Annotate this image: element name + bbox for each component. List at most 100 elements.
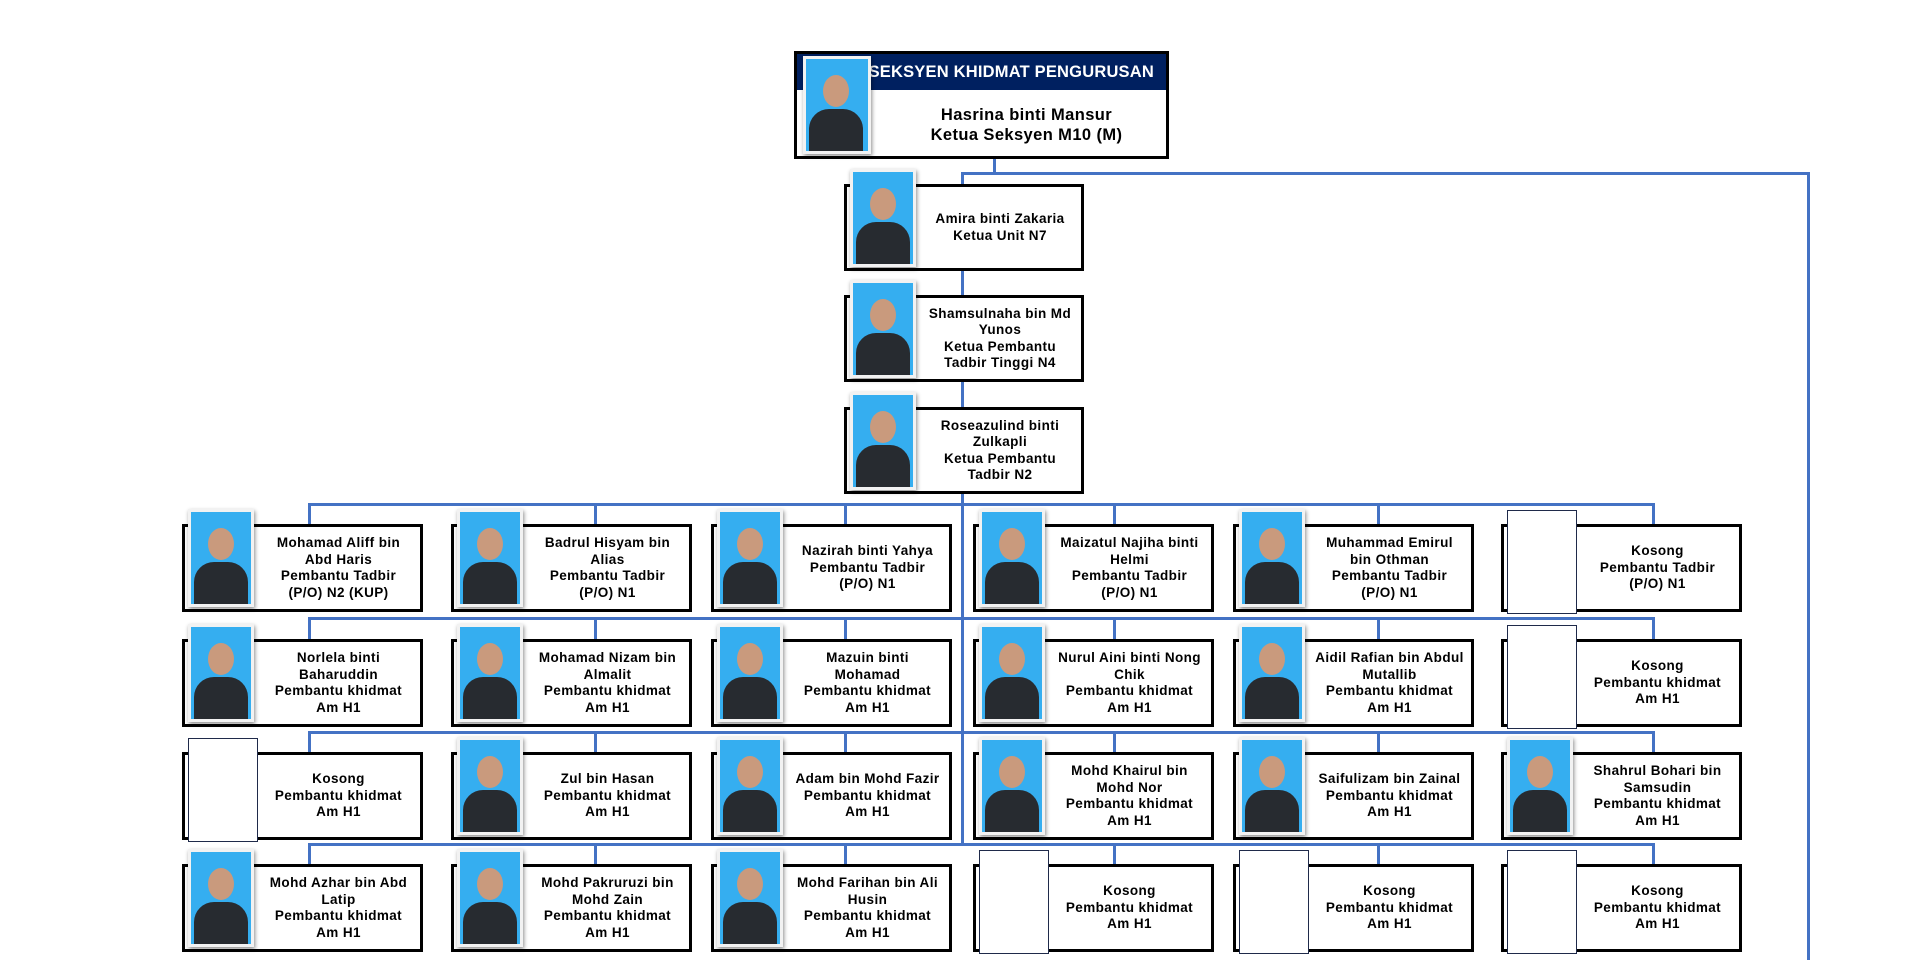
connector-line <box>594 617 597 639</box>
empty-photo-placeholder <box>188 738 258 842</box>
connector-line <box>308 503 311 524</box>
staff-photo <box>717 737 783 835</box>
connector-line <box>594 503 597 524</box>
staff-name: Amira binti Zakaria <box>935 211 1065 226</box>
staff-position: Pembantu khidmat Am H1 <box>803 908 932 940</box>
staff-position: Pembantu khidmat Am H1 <box>274 683 403 715</box>
staff-name: Mohamad Nizam bin Almalit <box>538 650 677 682</box>
staff-photo <box>979 737 1045 835</box>
connector-line <box>308 843 311 864</box>
staff-position: Pembantu khidmat Am H1 <box>803 683 932 715</box>
staff-position: Pembantu khidmat Am H1 <box>1593 796 1722 828</box>
connector-line <box>1113 843 1116 864</box>
staff-photo <box>457 509 523 607</box>
connector-line <box>1652 617 1655 639</box>
staff-photo <box>188 509 254 607</box>
empty-photo-placeholder <box>1507 510 1577 614</box>
head-position: Ketua Seksyen M10 (M) <box>930 126 1123 144</box>
staff-photo <box>1239 737 1305 835</box>
connector-line <box>1113 731 1116 752</box>
connector-line <box>1652 731 1655 752</box>
staff-position: Pembantu khidmat Am H1 <box>543 908 672 940</box>
empty-photo-placeholder <box>1239 850 1309 954</box>
staff-name: Mohd Khairul bin Mohd Nor <box>1071 763 1188 795</box>
staff-position: Pembantu khidmat Am H1 <box>1065 796 1194 828</box>
staff-photo <box>979 624 1045 722</box>
staff-name: Shamsulnaha bin Md Yunos <box>928 305 1072 338</box>
staff-photo <box>850 392 916 490</box>
staff-name: Norlela binti Baharuddin <box>296 650 381 682</box>
connector-line <box>1113 617 1116 639</box>
staff-position: Pembantu khidmat Am H1 <box>803 787 932 820</box>
staff-photo <box>1239 624 1305 722</box>
connector-line <box>594 843 597 864</box>
staff-photo <box>979 509 1045 607</box>
connector-line <box>308 503 1655 506</box>
staff-name: Kosong <box>1631 658 1684 674</box>
connector-line <box>308 731 1655 734</box>
staff-name: Roseazulind binti Zulkapli <box>940 417 1060 450</box>
staff-name: Zul bin Hasan <box>560 771 655 787</box>
staff-position: Pembantu khidmat Am H1 <box>1065 899 1194 932</box>
connector-line <box>844 843 847 864</box>
staff-position: Pembantu khidmat Am H1 <box>1593 899 1722 932</box>
empty-photo-placeholder <box>979 850 1049 954</box>
staff-name: Kosong <box>1363 883 1416 899</box>
staff-name: Badrul Hisyam bin Alias <box>544 535 671 567</box>
staff-name: Aidil Rafian bin Abdul Mutallib <box>1315 650 1464 682</box>
staff-name: Kosong <box>1103 883 1156 899</box>
staff-photo <box>188 624 254 722</box>
staff-position: Pembantu Tadbir (P/O) N2 (KUP) <box>280 568 397 600</box>
staff-name: Maizatul Najiha binti Helmi <box>1060 535 1199 567</box>
staff-name: Nazirah binti Yahya <box>801 543 934 559</box>
staff-photo <box>717 849 783 947</box>
staff-position: Pembantu khidmat Am H1 <box>1065 683 1194 715</box>
staff-position: Pembantu khidmat Am H1 <box>1325 787 1454 820</box>
staff-name: Shahrul Bohari bin Samsudin <box>1593 763 1722 795</box>
connector-line <box>308 843 1655 846</box>
connector-line <box>844 731 847 752</box>
staff-name: Kosong <box>1631 883 1684 899</box>
staff-photo <box>188 849 254 947</box>
staff-position: Pembantu Tadbir (P/O) N1 <box>1331 568 1448 600</box>
staff-name: Nurul Aini binti Nong Chik <box>1058 650 1201 682</box>
staff-position: Pembantu khidmat Am H1 <box>274 908 403 940</box>
staff-position: Pembantu khidmat Am H1 <box>543 683 672 715</box>
staff-position: Pembantu khidmat Am H1 <box>543 787 672 820</box>
staff-photo <box>850 280 916 378</box>
staff-photo <box>1507 737 1573 835</box>
staff-photo <box>1239 509 1305 607</box>
connector-line <box>1377 731 1380 752</box>
staff-photo <box>850 169 916 267</box>
staff-name: Mohd Azhar bin Abd Latip <box>269 875 408 907</box>
staff-name: Mohd Pakruruzi bin Mohd Zain <box>541 875 674 907</box>
staff-position: Pembantu Tadbir (P/O) N1 <box>549 568 666 600</box>
staff-position: Ketua Pembantu Tadbir N2 <box>943 450 1057 483</box>
staff-position: Pembantu khidmat Am H1 <box>1593 674 1722 707</box>
staff-name: Kosong <box>312 771 365 787</box>
staff-photo <box>457 624 523 722</box>
staff-name: Mohd Farihan bin Ali Husin <box>797 875 938 907</box>
connector-line <box>993 159 996 175</box>
staff-photo <box>717 624 783 722</box>
staff-name: Mohamad Aliff bin Abd Haris <box>276 535 401 567</box>
staff-name: Adam bin Mohd Fazir <box>795 771 940 787</box>
connector-line <box>961 172 1810 175</box>
connector-line <box>1377 843 1380 864</box>
head-photo <box>803 56 871 154</box>
connector-line <box>844 617 847 639</box>
staff-position: Ketua Unit N7 <box>953 227 1047 243</box>
staff-photo <box>457 849 523 947</box>
staff-position: Pembantu khidmat Am H1 <box>274 787 403 820</box>
connector-line <box>308 731 311 752</box>
head-name: Hasrina binti Mansur <box>940 106 1113 124</box>
connector-line <box>308 617 311 639</box>
empty-photo-placeholder <box>1507 850 1577 954</box>
connector-line <box>1113 503 1116 524</box>
staff-name: Kosong <box>1631 543 1684 559</box>
staff-position: Pembantu Tadbir (P/O) N1 <box>1599 559 1716 592</box>
connector-line <box>1377 617 1380 639</box>
connector-line <box>1377 503 1380 524</box>
staff-name: Mazuin binti Mohamad <box>826 650 909 682</box>
connector-line <box>844 503 847 524</box>
